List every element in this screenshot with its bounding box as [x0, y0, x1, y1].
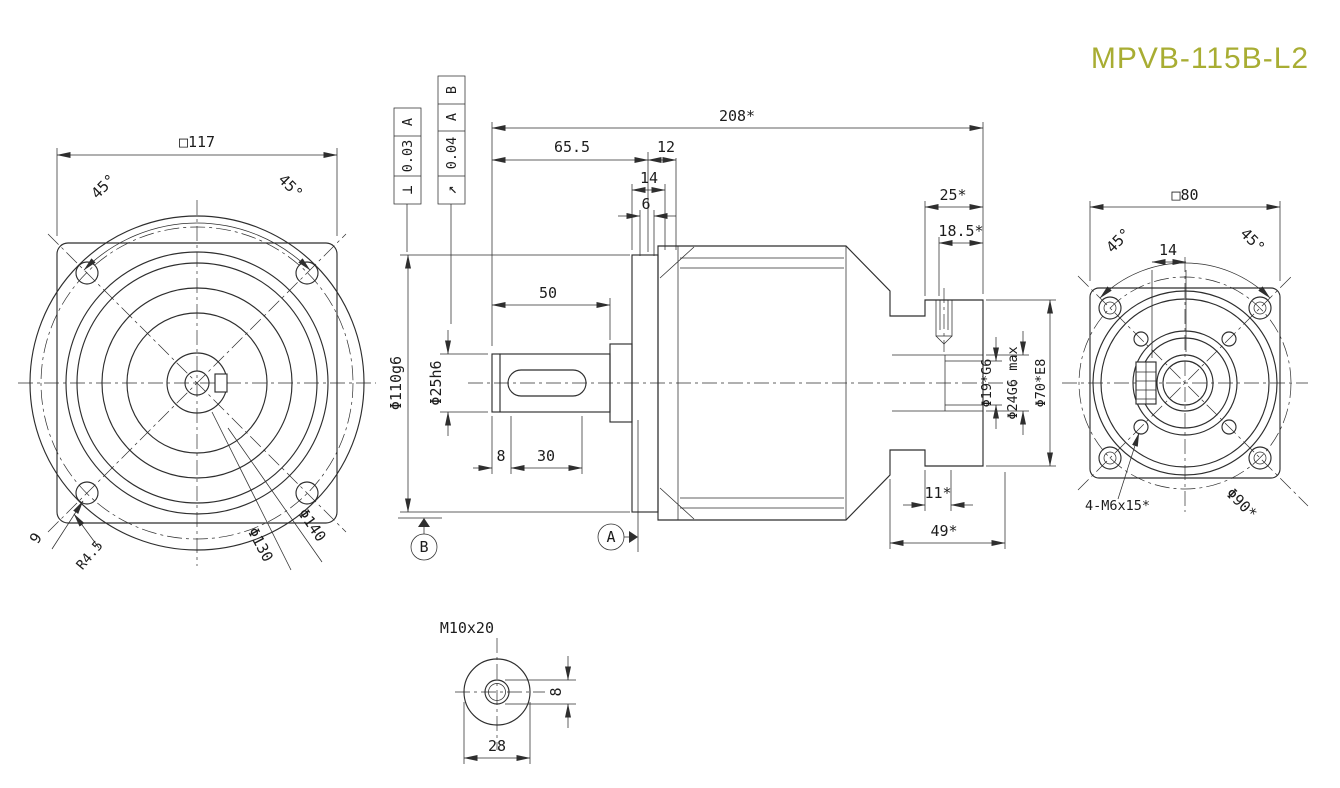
dim-shaft-25h6: Φ25h6	[427, 360, 445, 405]
dim-30: 30	[537, 447, 555, 465]
dim-overall-208: 208*	[719, 107, 755, 125]
detail-geometry	[463, 658, 531, 726]
dim-square-80: □80	[1171, 186, 1198, 204]
drawing-title: MPVB-115B-L2	[1091, 42, 1309, 75]
rear-view-centerlines	[1062, 257, 1309, 512]
dim-14: 14	[640, 169, 658, 187]
dim-bore-70e8: Φ70*E8	[1033, 359, 1049, 408]
dim-50: 50	[539, 284, 557, 302]
dim-12: 12	[657, 138, 675, 156]
dim-shaft-65-5: 65.5	[554, 138, 590, 156]
dim-6: 6	[641, 195, 650, 213]
side-view-diameter-dims: Φ110g6 Φ25h6 Φ70*E8 Φ24G6 max Φ19*G6	[387, 254, 1056, 513]
dim-18-5: 18.5*	[938, 222, 983, 240]
dim-28: 28	[488, 737, 506, 755]
shaft-end-detail-view: M10x20 8 28	[440, 619, 576, 764]
datum-b-symbol: B	[398, 517, 442, 561]
detail-dimensions: M10x20 8 28	[440, 619, 576, 764]
dim-square-117: □117	[179, 133, 215, 151]
dim-25: 25*	[939, 186, 966, 204]
runout-symbol-icon: ↗	[442, 185, 460, 194]
callout-tapped-hole: M10x20	[440, 619, 494, 637]
dim-bore-24g6: Φ24G6 max	[1005, 346, 1021, 419]
front-view-centerlines	[18, 200, 376, 566]
callout-mounting-holes: 4-M6x15*	[1085, 498, 1150, 514]
front-view-geometry	[29, 215, 365, 551]
perpendicularity-symbol-icon: ⊥	[398, 185, 416, 194]
side-view-dimensions-bottom: 8 30 11* 49*	[473, 416, 1006, 549]
dim-bore-19g6: Φ19*G6	[979, 359, 995, 408]
fcf-runout-datum-b: B	[444, 86, 460, 94]
feature-control-frame-runout: B A 0.04 ↗	[437, 75, 466, 324]
feature-control-frame-perpendicularity: A 0.03 ⊥	[393, 107, 422, 252]
dim-keyway-14: 14	[1159, 241, 1177, 259]
dim-8: 8	[496, 447, 505, 465]
datum-a-label: A	[606, 528, 615, 546]
fcf-runout-datum-a: A	[444, 113, 460, 121]
datum-a-symbol: A	[597, 420, 639, 552]
fcf-perp-tolerance: 0.03	[400, 140, 416, 173]
datum-b-label: B	[419, 538, 428, 556]
dim-49: 49*	[930, 522, 957, 540]
side-view: 208* 65.5 12 14 6 50 25* 18.5*	[387, 75, 1056, 561]
fcf-runout-tolerance: 0.04	[444, 137, 460, 170]
side-view-dimensions-top: 208* 65.5 12 14 6 50 25* 18.5*	[491, 107, 984, 346]
fcf-perp-datum: A	[400, 118, 416, 126]
side-view-geometry	[491, 245, 984, 521]
dim-key-width-8: 8	[547, 687, 565, 696]
dim-pilot-110g6: Φ110g6	[387, 356, 405, 410]
dim-11: 11*	[924, 484, 951, 502]
